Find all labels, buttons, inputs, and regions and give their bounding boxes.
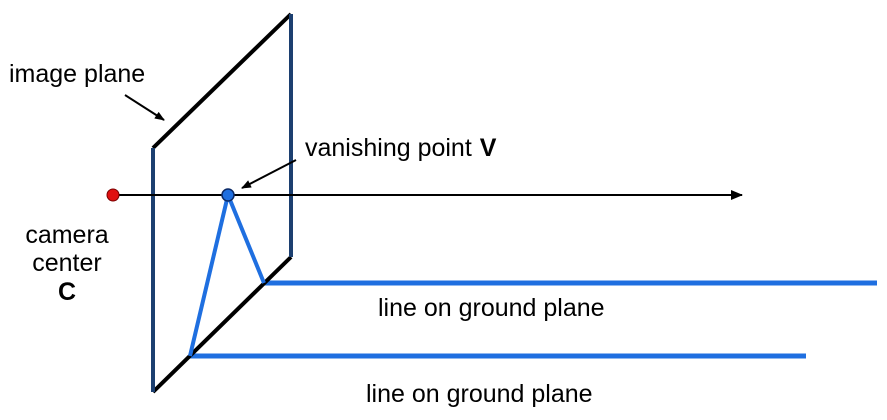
camera-center-dot	[106, 188, 120, 202]
projection-line-near	[188, 194, 230, 357]
camera-center-symbol: C	[58, 278, 76, 306]
projection-line-far	[226, 194, 266, 284]
image-plane-label: image plane	[9, 60, 145, 88]
image-plane-top-edge	[151, 12, 293, 150]
vanishing-point-label-text: vanishing point	[305, 134, 472, 162]
vanishing-point-pointer-arrow	[241, 159, 297, 189]
ground-line-label-near: line on ground plane	[366, 380, 593, 408]
vanishing-point-symbol: V	[480, 134, 497, 162]
vanishing-point-dot	[221, 188, 235, 202]
vanishing-point-label: vanishing point V	[305, 134, 497, 162]
camera-center-label-line2: center	[32, 249, 101, 277]
ground-line-label-far: line on ground plane	[378, 294, 605, 322]
camera-center-label-line1: camera	[25, 221, 108, 249]
image-plane-bottom-edge	[151, 255, 293, 394]
image-plane-pointer-arrow	[124, 94, 165, 121]
